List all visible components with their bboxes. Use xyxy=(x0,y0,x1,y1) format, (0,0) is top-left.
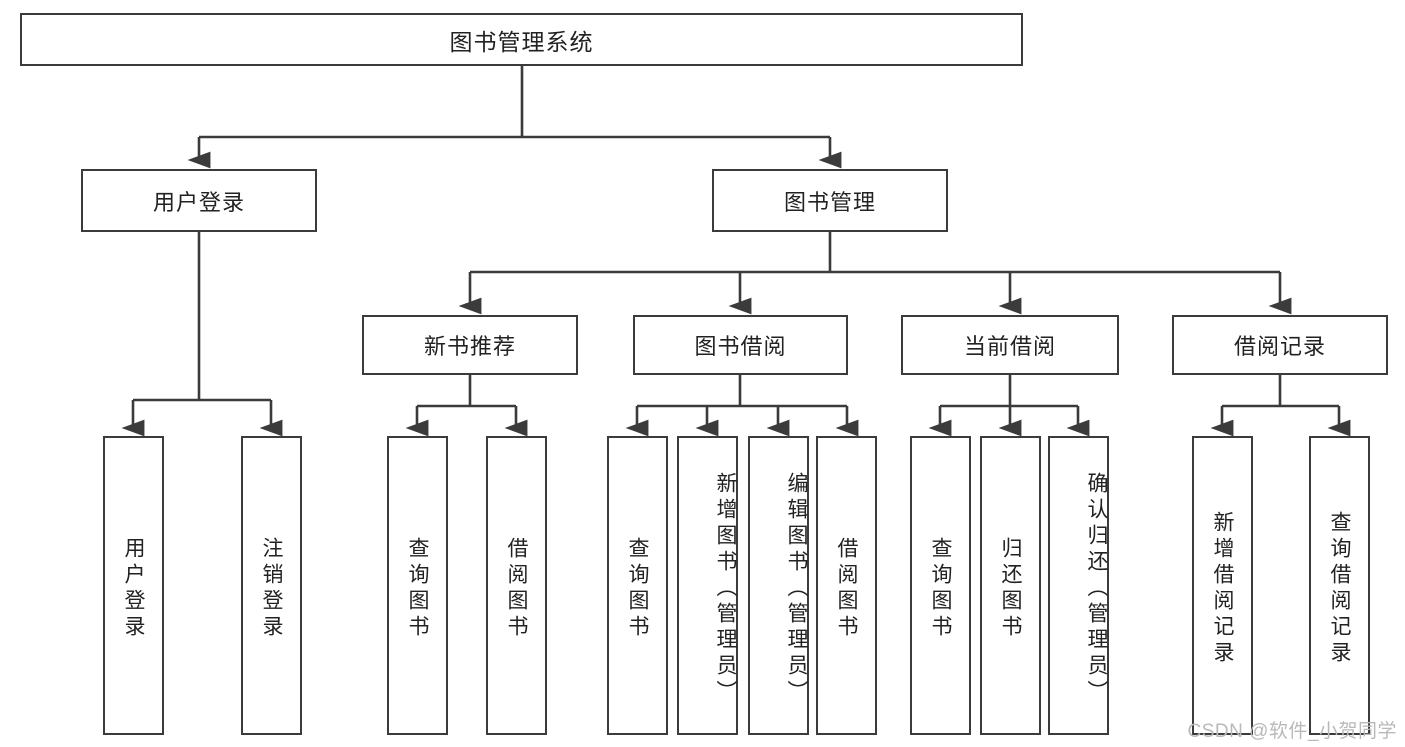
leaf-confirm-return-admin[interactable]: 确认归还（管理员） xyxy=(1048,436,1109,735)
node-label: 当前借阅 xyxy=(963,334,1056,359)
node-root-system[interactable]: 图书管理系统 xyxy=(20,13,1023,66)
leaf-add-book-admin[interactable]: 新增图书（管理员） xyxy=(677,436,738,735)
leaf-query-borrow-record[interactable]: 查询借阅记录 xyxy=(1309,436,1370,735)
node-label: 借阅图书 xyxy=(835,536,858,641)
leaf-borrow-book-recommend[interactable]: 借阅图书 xyxy=(486,436,547,735)
node-label: 注销登录 xyxy=(260,536,283,641)
leaf-logout[interactable]: 注销登录 xyxy=(241,436,302,735)
leaf-query-book-recommend[interactable]: 查询图书 xyxy=(387,436,448,735)
node-label: 图书管理 xyxy=(783,189,876,215)
node-book-borrow[interactable]: 图书借阅 xyxy=(633,315,848,375)
node-borrow-record[interactable]: 借阅记录 xyxy=(1172,315,1388,375)
leaf-borrow-book[interactable]: 借阅图书 xyxy=(816,436,877,735)
node-label: 查询借阅记录 xyxy=(1328,510,1351,667)
node-label: 新书推荐 xyxy=(423,334,516,359)
node-label: 查询图书 xyxy=(406,536,429,641)
node-label: 用户登录 xyxy=(122,536,145,641)
leaf-return-book[interactable]: 归还图书 xyxy=(980,436,1041,735)
node-label: 借阅记录 xyxy=(1233,334,1326,359)
node-label: 确认归还（管理员） xyxy=(1085,471,1108,706)
leaf-query-book-current[interactable]: 查询图书 xyxy=(910,436,971,735)
node-label: 归还图书 xyxy=(999,536,1022,641)
leaf-add-borrow-record[interactable]: 新增借阅记录 xyxy=(1192,436,1253,735)
node-label: 编辑图书（管理员） xyxy=(785,471,808,706)
node-label: 借阅图书 xyxy=(505,536,528,641)
node-book-management[interactable]: 图书管理 xyxy=(712,169,948,232)
node-label: 图书借阅 xyxy=(694,334,787,359)
node-label: 新增借阅记录 xyxy=(1211,510,1234,667)
node-user-login[interactable]: 用户登录 xyxy=(81,169,317,232)
node-label: 用户登录 xyxy=(152,189,245,215)
watermark: CSDN @软件_小贺同学 xyxy=(1187,721,1397,742)
node-label: 图书管理系统 xyxy=(449,28,594,55)
node-label: 查询图书 xyxy=(929,536,952,641)
leaf-query-book-borrow[interactable]: 查询图书 xyxy=(607,436,668,735)
node-label: 新增图书（管理员） xyxy=(714,471,737,706)
node-new-book-recommend[interactable]: 新书推荐 xyxy=(362,315,578,375)
node-label: 查询图书 xyxy=(626,536,649,641)
leaf-user-login[interactable]: 用户登录 xyxy=(103,436,164,735)
leaf-edit-book-admin[interactable]: 编辑图书（管理员） xyxy=(748,436,809,735)
node-current-borrow[interactable]: 当前借阅 xyxy=(901,315,1119,375)
